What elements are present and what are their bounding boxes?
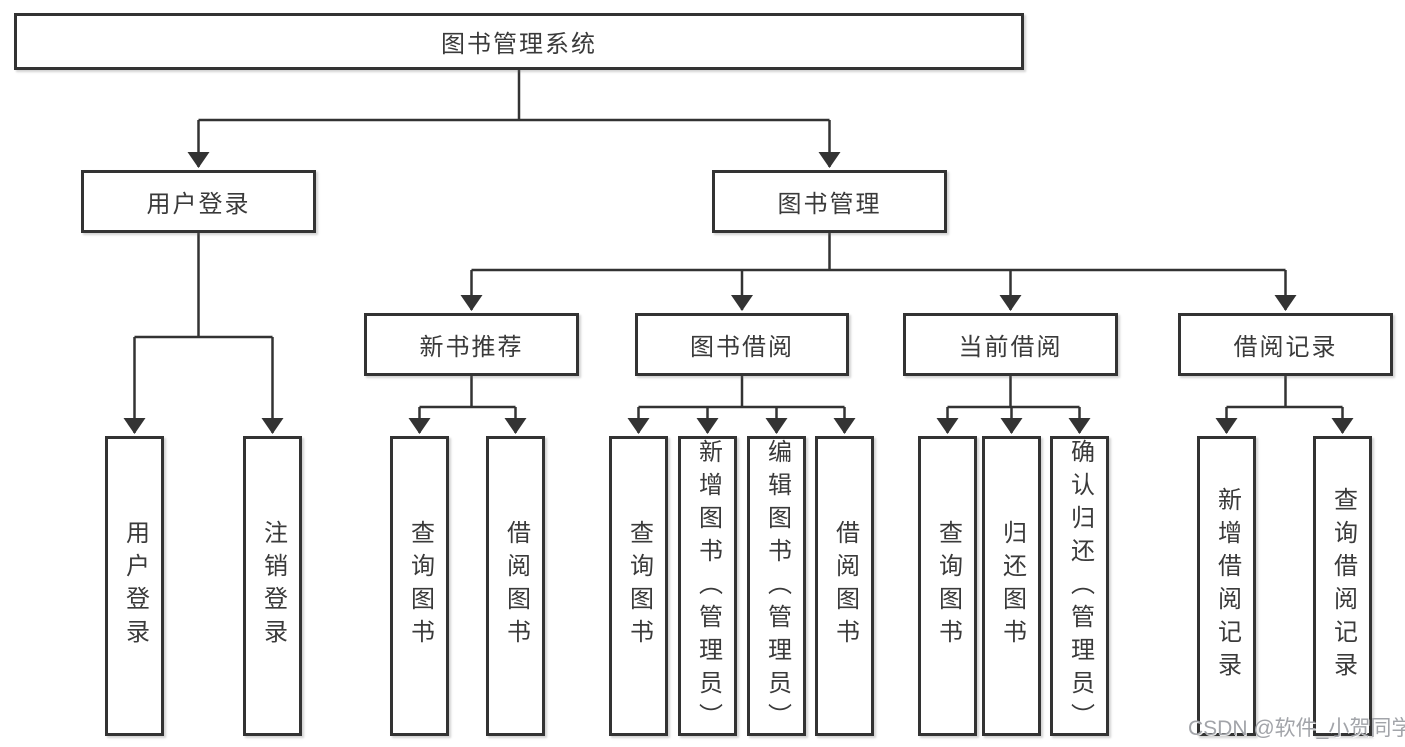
leaf-label: 新增借阅记录 xyxy=(1213,487,1241,685)
leaf-query-books-current: 查询图书 xyxy=(918,436,977,736)
leaf-label: 借阅图书 xyxy=(831,520,859,652)
node-borrow-records: 借阅记录 xyxy=(1178,313,1393,376)
node-label: 借阅记录 xyxy=(1233,334,1338,361)
connector-user-login-split xyxy=(134,233,273,339)
leaf-return-books: 归还图书 xyxy=(982,436,1041,736)
node-label: 图书管理 xyxy=(777,191,882,218)
leaf-user-login: 用户登录 xyxy=(105,436,164,736)
leaf-query-books-recommend: 查询图书 xyxy=(390,436,449,736)
node-new-book-recommend: 新书推荐 xyxy=(364,313,579,376)
connector-book-mgmt-split xyxy=(471,233,1286,272)
node-user-login: 用户登录 xyxy=(81,170,316,233)
node-label: 当前借阅 xyxy=(958,334,1063,361)
node-label: 图书借阅 xyxy=(690,334,794,361)
leaf-label: 查询图书 xyxy=(406,520,434,652)
leaf-label: 归还图书 xyxy=(998,520,1026,652)
connector-root-split xyxy=(198,70,830,122)
leaf-borrow-books-recommend: 借阅图书 xyxy=(486,436,545,736)
leaf-label: 编辑图书（管理员） xyxy=(763,439,791,736)
leaf-edit-book-admin: 编辑图书（管理员） xyxy=(747,436,806,736)
node-book-borrow: 图书借阅 xyxy=(635,313,849,376)
leaf-logout-login: 注销登录 xyxy=(243,436,302,736)
connector-book-borrow-split xyxy=(638,376,845,409)
node-current-borrow: 当前借阅 xyxy=(903,313,1118,376)
leaf-label: 用户登录 xyxy=(121,520,149,652)
leaf-label: 查询借阅记录 xyxy=(1329,487,1357,685)
csdn-watermark: CSDN @软件_小贺同学 xyxy=(1188,717,1405,740)
leaf-label: 查询图书 xyxy=(934,520,962,652)
leaf-query-borrow-record: 查询借阅记录 xyxy=(1313,436,1372,736)
leaf-label: 查询图书 xyxy=(625,520,653,652)
connector-new-book-split xyxy=(419,376,516,409)
leaf-label: 确认归还（管理员） xyxy=(1066,439,1094,736)
connector-borrow-records-split xyxy=(1226,376,1343,409)
leaf-query-books-borrow: 查询图书 xyxy=(609,436,668,736)
leaf-add-book-admin: 新增图书（管理员） xyxy=(678,436,737,736)
node-label: 用户登录 xyxy=(146,191,251,218)
node-label: 新书推荐 xyxy=(419,334,524,361)
leaf-borrow-books: 借阅图书 xyxy=(815,436,874,736)
leaf-label: 新增图书（管理员） xyxy=(694,439,722,736)
leaf-label: 借阅图书 xyxy=(502,520,530,652)
leaf-label: 注销登录 xyxy=(259,520,287,652)
node-library-system: 图书管理系统 xyxy=(14,13,1024,70)
connector-current-borrow-split xyxy=(947,376,1080,409)
leaf-add-borrow-record: 新增借阅记录 xyxy=(1197,436,1256,736)
leaf-confirm-return-admin: 确认归还（管理员） xyxy=(1050,436,1109,736)
node-book-management: 图书管理 xyxy=(712,170,947,233)
node-label: 图书管理系统 xyxy=(441,31,597,58)
